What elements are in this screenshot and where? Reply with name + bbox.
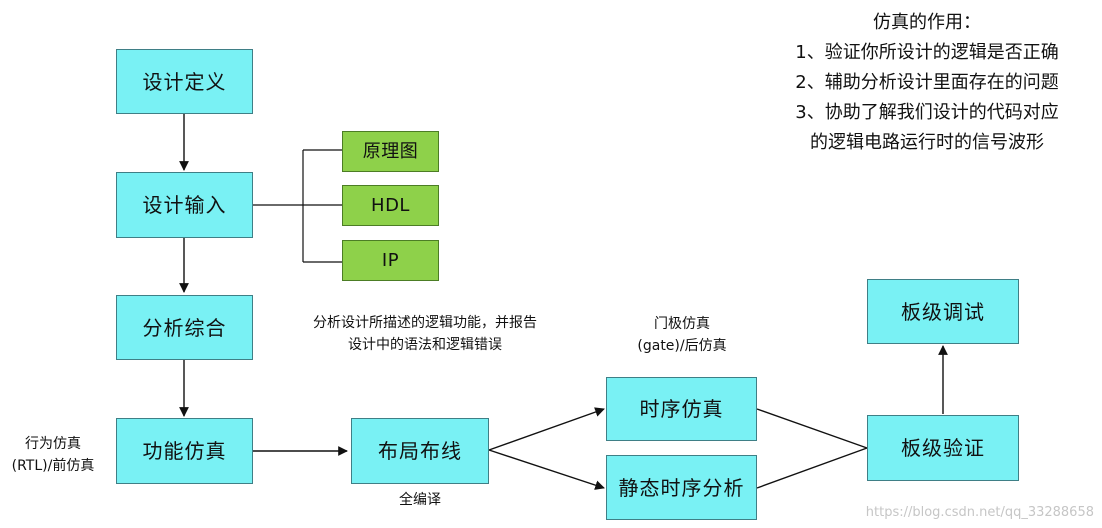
line-static-timing-analysis-to-board-verification (756, 447, 868, 489)
arrow-place-route-to-timing-simulation (488, 407, 605, 451)
analysis-description-label: 分析设计所描述的逻辑功能，并报告 设计中的语法和逻辑错误 (313, 315, 537, 353)
board-verification-node: 板级验证 (867, 415, 1019, 481)
functional-simulation-node: 功能仿真 (116, 418, 253, 484)
notes-item-2: 2、辅助分析设计里面存在的问题 (795, 72, 1059, 93)
timing-simulation-node: 时序仿真 (606, 377, 757, 441)
place-route-node: 布局布线 (351, 418, 489, 484)
full-compile-label: 全编译 (399, 492, 441, 508)
design-input-node: 设计输入 (116, 172, 253, 238)
line-timing-simulation-to-board-verification (756, 408, 868, 449)
simulation-purpose-notes: 仿真的作用： 1、验证你所设计的逻辑是否正确 2、辅助分析设计里面存在的问题 3… (760, 8, 1094, 158)
notes-item-3-line-2: 的逻辑电路运行时的信号波形 (810, 132, 1044, 153)
static-timing-analysis-node: 静态时序分析 (606, 455, 757, 520)
arrow-place-route-to-static-timing-analysis (488, 449, 605, 490)
behavior-simulation-label: 行为仿真 (RTL)/前仿真 (11, 436, 95, 474)
gate-simulation-label: 门极仿真 (gate)/后仿真 (637, 316, 727, 354)
input-bracket-connector (253, 149, 342, 263)
analysis-synthesis-node: 分析综合 (116, 295, 253, 360)
board-debug-node: 板级调试 (867, 279, 1019, 344)
notes-item-1: 1、验证你所设计的逻辑是否正确 (795, 42, 1059, 63)
design-definition-node: 设计定义 (116, 49, 253, 114)
ip-node: IP (342, 240, 439, 281)
hdl-node: HDL (342, 185, 439, 226)
watermark: https://blog.csdn.net/qq_33288658 (865, 505, 1094, 520)
notes-title: 仿真的作用： (873, 12, 981, 33)
notes-item-3-line-1: 3、协助了解我们设计的代码对应 (795, 102, 1059, 123)
schematic-node: 原理图 (342, 131, 439, 172)
